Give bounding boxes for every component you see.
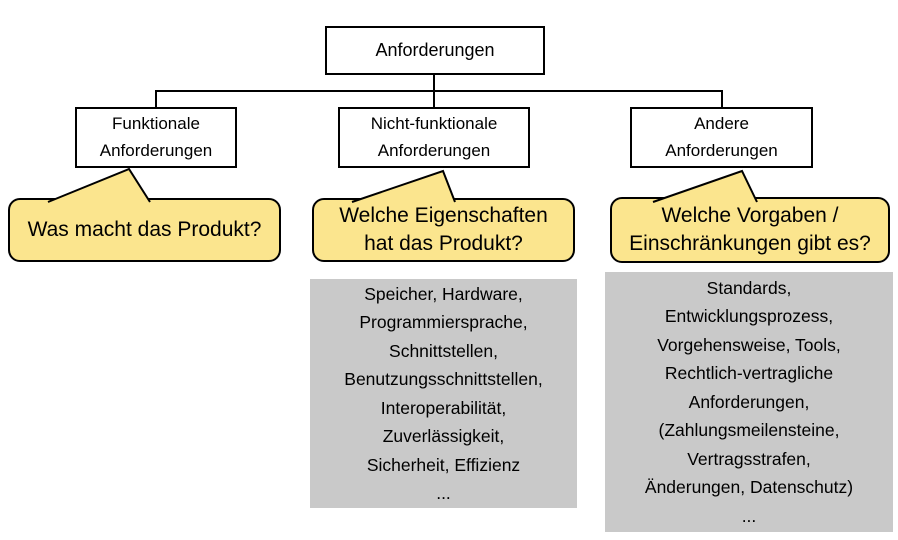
connector-drop-nicht-funktionale [433,90,435,108]
branch-box-andere-label: Andere Anforderungen [665,114,778,160]
root-box-label: Anforderungen [375,39,495,60]
connector-horizontal [155,90,723,92]
callout-andere-tail [652,169,758,203]
callout-andere-text: Welche Vorgaben / Einschränkungen gibt e… [629,204,871,255]
branch-box-funktionale: Funktionale Anforderungen [75,107,237,168]
examples-nicht-funktionale-text: Speicher, Hardware, Programmiersprache, … [344,283,543,504]
connector-drop-andere [721,90,723,108]
callout-andere-question: Welche Vorgaben / Einschränkungen gibt e… [610,197,890,263]
callout-nicht-funktionale-question: Welche Eigenschaften hat das Produkt? [312,198,575,262]
callout-nicht-funktionale-text: Welche Eigenschaften hat das Produkt? [339,204,548,255]
examples-andere-text: Standards, Entwicklungsprozess, Vorgehen… [644,277,854,526]
examples-andere: Standards, Entwicklungsprozess, Vorgehen… [605,272,893,532]
callout-funktionale-tail [47,167,151,203]
branch-box-nicht-funktionale-label: Nicht-funktionale Anforderungen [370,114,498,160]
callout-nicht-funktionale-tail [351,169,456,203]
branch-box-funktionale-label: Funktionale Anforderungen [99,114,213,160]
branch-box-andere: Andere Anforderungen [630,107,813,168]
callout-funktionale-question: Was macht das Produkt? [8,198,281,262]
branch-box-nicht-funktionale: Nicht-funktionale Anforderungen [338,107,530,168]
connector-drop-funktionale [155,90,157,108]
callout-funktionale-text: Was macht das Produkt? [27,218,262,242]
root-box-anforderungen: Anforderungen [325,26,545,75]
examples-nicht-funktionale: Speicher, Hardware, Programmiersprache, … [310,279,577,508]
connector-root-vertical [433,74,435,92]
